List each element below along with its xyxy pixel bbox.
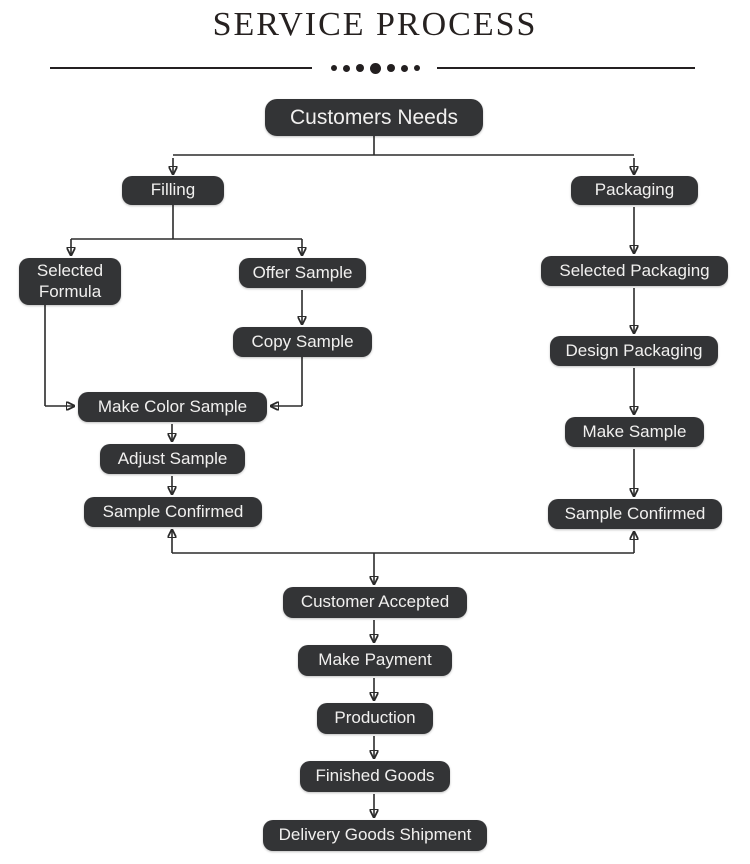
- dot-icon: [342, 64, 350, 72]
- dot-icon: [386, 64, 395, 72]
- dot-icon: [355, 64, 364, 72]
- node-delivery-goods-shipment: Delivery Goods Shipment: [263, 820, 487, 851]
- node-design-packaging: Design Packaging: [550, 336, 718, 366]
- node-make-payment: Make Payment: [298, 645, 452, 676]
- node-sample-confirmed-packaging: Sample Confirmed: [548, 499, 722, 529]
- node-customers-needs: Customers Needs: [265, 99, 483, 136]
- dot-icon: [400, 64, 408, 72]
- node-selected-packaging: Selected Packaging: [541, 256, 728, 286]
- divider-dots: [325, 57, 425, 79]
- node-make-sample: Make Sample: [565, 417, 704, 447]
- node-copy-sample: Copy Sample: [233, 327, 372, 357]
- dot-icon: [330, 65, 337, 71]
- node-selected-formula: Selected Formula: [19, 258, 121, 305]
- node-sample-confirmed-filling: Sample Confirmed: [84, 497, 262, 527]
- node-offer-sample: Offer Sample: [239, 258, 366, 288]
- node-production: Production: [317, 703, 433, 734]
- page-title: SERVICE PROCESS: [212, 6, 538, 43]
- dot-icon: [369, 62, 381, 74]
- divider-line-left: [50, 67, 312, 69]
- node-adjust-sample: Adjust Sample: [100, 444, 245, 474]
- divider-line-right: [437, 67, 695, 69]
- node-filling: Filling: [122, 176, 224, 205]
- node-customer-accepted: Customer Accepted: [283, 587, 467, 618]
- node-finished-goods: Finished Goods: [300, 761, 450, 792]
- dot-icon: [413, 65, 420, 71]
- node-packaging: Packaging: [571, 176, 698, 205]
- node-make-color-sample: Make Color Sample: [78, 392, 267, 422]
